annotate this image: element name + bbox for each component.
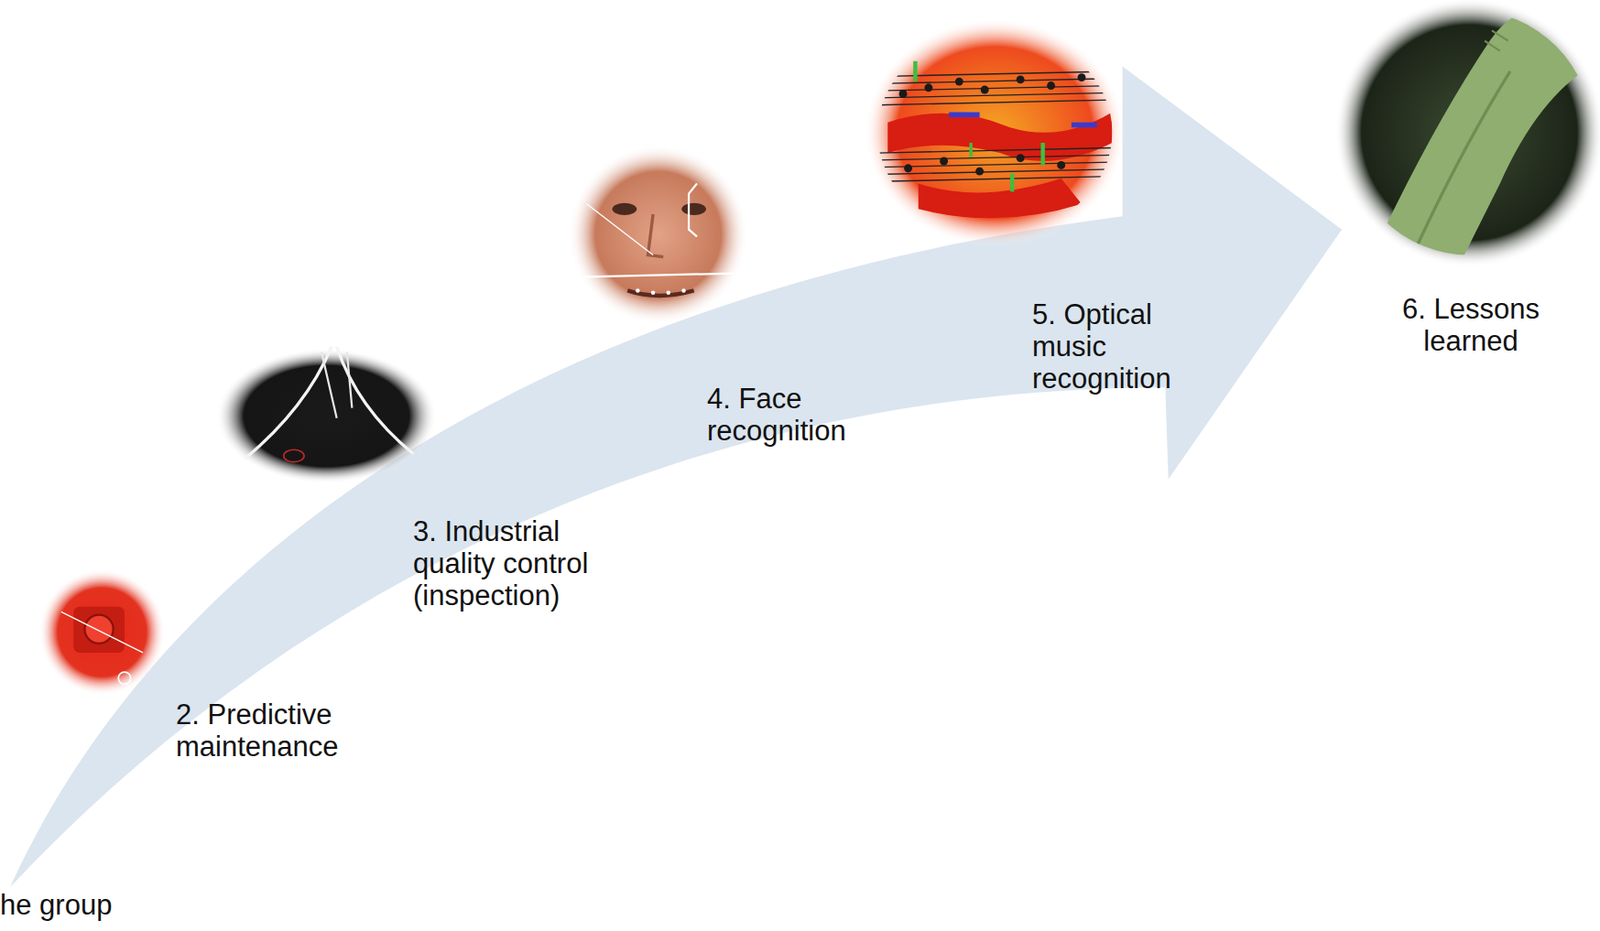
step-label: 3. Industrial quality control (inspectio… bbox=[413, 515, 643, 612]
group-label: he group bbox=[0, 889, 184, 922]
step-label: 2. Predictive maintenance bbox=[175, 698, 387, 763]
inspection-picture bbox=[216, 347, 437, 484]
step-label: 6. Lessons learned bbox=[1370, 293, 1572, 358]
face-picture bbox=[568, 144, 749, 325]
music-score-picture bbox=[864, 18, 1126, 248]
step-label: 5. Optical music recognition bbox=[1032, 298, 1202, 395]
curved-arrow bbox=[10, 65, 1342, 888]
micrograph-picture bbox=[1334, 0, 1600, 286]
machine-picture bbox=[38, 569, 165, 697]
step-label: 4. Face recognition bbox=[707, 382, 882, 447]
